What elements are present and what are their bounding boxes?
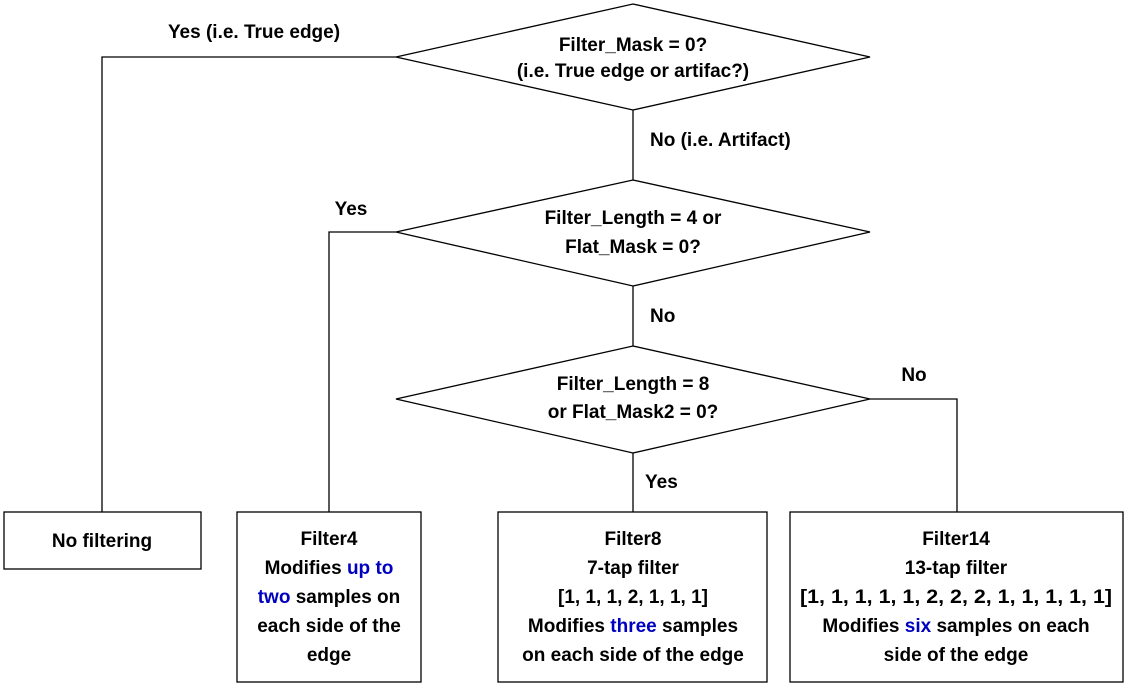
decision-text-line: Filter_Mask = 0?: [559, 35, 707, 56]
outcome-line: each side of the: [257, 616, 401, 637]
outcome-line: [1, 1, 1, 1, 1, 2, 2, 2, 1, 1, 1, 1, 1]: [800, 587, 1112, 608]
outcome-filter4: Filter4 Modifies up to two samples on ea…: [236, 511, 422, 683]
highlight-text: six: [905, 616, 932, 637]
outcome-line: Modifies three samples: [528, 616, 738, 637]
outcome-title: Filter8: [604, 529, 661, 550]
outcome-line: on each side of the edge: [522, 645, 744, 666]
connector-d1-yes: [101, 56, 396, 512]
edge-label-d2-no: No: [650, 306, 675, 327]
outcome-title: Filter14: [922, 529, 990, 550]
outcome-line: Modifies six samples on each: [822, 616, 1089, 637]
decision-filter-length-8: Filter_Length = 8 or Flat_Mask2 = 0?: [395, 345, 871, 454]
outcome-filter14: Filter14 13-tap filter [1, 1, 1, 1, 1, 2…: [789, 511, 1124, 683]
outcome-line: [1, 1, 1, 2, 1, 1, 1]: [558, 587, 708, 608]
edge-label-d3-no: No: [901, 365, 926, 386]
edge-label-d3-yes: Yes: [645, 472, 678, 493]
outcome-line: 7-tap filter: [587, 558, 679, 579]
decision-text-line: Filter_Length = 8: [557, 374, 710, 395]
highlight-text: up to: [347, 558, 393, 579]
outcome-box: [236, 511, 422, 683]
outcome-filter8: Filter8 7-tap filter [1, 1, 1, 2, 1, 1, …: [497, 511, 768, 683]
outcome-box: [497, 511, 768, 683]
edge-label-d1-yes: Yes (i.e. True edge): [168, 22, 340, 43]
highlight-text: two: [258, 587, 291, 608]
decision-diamond: [395, 179, 871, 287]
outcome-line: side of the edge: [884, 645, 1029, 666]
edge-label-d1-no: No (i.e. Artifact): [650, 130, 791, 151]
outcome-line: 13-tap filter: [905, 558, 1008, 579]
decision-filter-length-4: Filter_Length = 4 or Flat_Mask = 0?: [395, 179, 871, 287]
connector-d3-no: [870, 398, 958, 512]
decision-text-line: (i.e. True edge or artifac?): [517, 61, 749, 82]
outcome-no-filtering: No filtering: [3, 511, 202, 570]
outcome-line: edge: [307, 645, 351, 666]
outcome-line: Modifies up to: [265, 558, 394, 579]
outcome-box: [789, 511, 1124, 683]
decision-diamond: [395, 345, 871, 454]
edge-label-d2-yes: Yes: [335, 199, 368, 220]
connector-d2-yes: [328, 231, 396, 512]
outcome-line: two samples on: [258, 587, 401, 608]
outcome-title: Filter4: [300, 529, 357, 550]
decision-text-line: Filter_Length = 4 or: [545, 208, 722, 229]
highlight-text: three: [610, 616, 656, 637]
outcome-label: No filtering: [52, 531, 152, 552]
decision-text-line: or Flat_Mask2 = 0?: [548, 402, 719, 423]
decision-diamond: [395, 3, 871, 111]
decision-filter-mask: Filter_Mask = 0? (i.e. True edge or arti…: [395, 3, 871, 111]
decision-text-line: Flat_Mask = 0?: [565, 237, 701, 258]
outcome-box: [3, 511, 202, 570]
